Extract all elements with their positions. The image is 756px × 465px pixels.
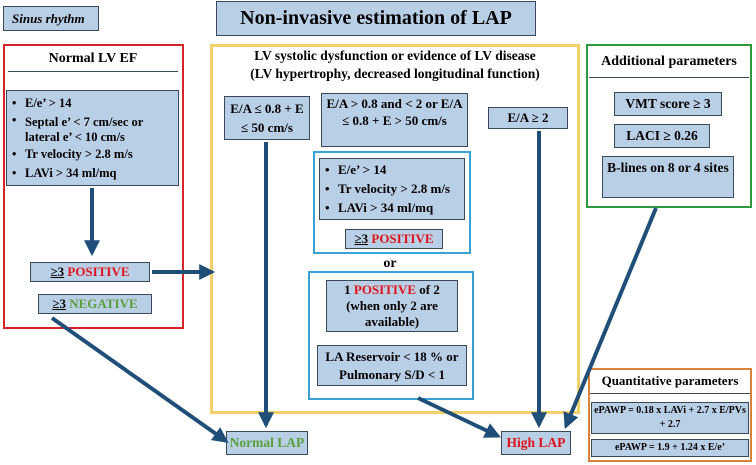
normal-lap-box: Normal LAP [226,431,308,455]
one-count: 1 [344,282,351,297]
one-positive-line: 1 POSITIVE of 2 [327,282,457,298]
of-two: of 2 [419,282,440,297]
normal-ef-positive-box: ≥3 POSITIVE [30,262,150,282]
positive-label: POSITIVE [67,264,130,279]
positive-threshold: ≥3 [354,231,369,246]
negative-label: NEGATIVE [69,296,138,311]
ea-high-box: E/A ≥ 2 [488,107,568,129]
additional-heading: Additional parameters [589,48,749,78]
formula-1-box: ePAWP = 0.18 x LAVi + 2.7 x E/PVs + 2.7 [591,402,749,434]
normal-ef-criterion: Tr velocity > 2.8 m/s [12,145,173,164]
normal-ef-frame [3,44,184,329]
lv-disease-heading-line2: (LV hypertrophy, decreased longitudinal … [250,66,540,81]
criteria-inner-frame [313,151,471,254]
positive-threshold: ≥3 [50,264,65,279]
normal-ef-criterion: LAVi > 34 ml/mq [12,164,173,183]
high-lap-box: High LAP [501,431,571,455]
one-positive-box: 1 POSITIVE of 2 (when only 2 are availab… [326,280,458,332]
one-positive-frame [308,271,474,400]
lv-disease-heading: LV systolic dysfunction or evidence of L… [214,47,576,87]
vmt-score-box: VMT score ≥ 3 [614,92,722,116]
additional-parameters-frame [586,44,752,208]
laci-box: LACI ≥ 0.26 [614,124,710,148]
rhythm-label: Sinus rhythm [3,6,99,31]
formula-2-box: ePAWP = 1.9 + 1.24 x E/e’ [591,439,749,457]
ea-mid-box: E/A > 0.8 and < 2 or E/A ≤ 0.8 + E > 50 … [321,93,468,147]
lv-criterion: E/e’ > 14 [325,160,459,179]
lv-criterion: Tr velocity > 2.8 m/s [325,179,459,198]
positive-label: POSITIVE [353,282,417,297]
normal-ef-criterion: E/e’ > 14 [12,94,173,113]
normal-ef-heading: Normal LV EF [8,46,178,72]
lv-disease-heading-line1: LV systolic dysfunction or evidence of L… [254,48,536,63]
one-positive-note: (when only 2 are available) [346,298,438,329]
la-reservoir-box: LA Reservoir < 18 % or Pulmonary S/D < 1 [317,345,467,386]
or-label: or [383,256,397,271]
b-lines-box: B-lines on 8 or 4 sites [602,156,734,198]
ea-low-box: E/A ≤ 0.8 + E ≤ 50 cm/s [224,96,310,140]
negative-threshold: ≥3 [52,296,66,311]
lv-positive-box: ≥3 POSITIVE [345,229,443,249]
page-title: Non-invasive estimation of LAP [216,1,536,36]
normal-ef-criterion: Septal e’ < 7 cm/sec or lateral e’ < 10 … [12,113,173,145]
normal-ef-negative-box: ≥3 NEGATIVE [38,294,152,314]
positive-label: POSITIVE [371,231,434,246]
normal-ef-criteria-box: E/e’ > 14 Septal e’ < 7 cm/sec or latera… [6,90,179,186]
arrow-negative-to-normal-lap [50,316,229,443]
lv-criteria-box: E/e’ > 14 Tr velocity > 2.8 m/s LAVi > 3… [319,158,465,220]
lv-criterion: LAVi > 34 ml/mq [325,198,459,217]
quantitative-heading: Quantitative parameters [590,370,750,394]
